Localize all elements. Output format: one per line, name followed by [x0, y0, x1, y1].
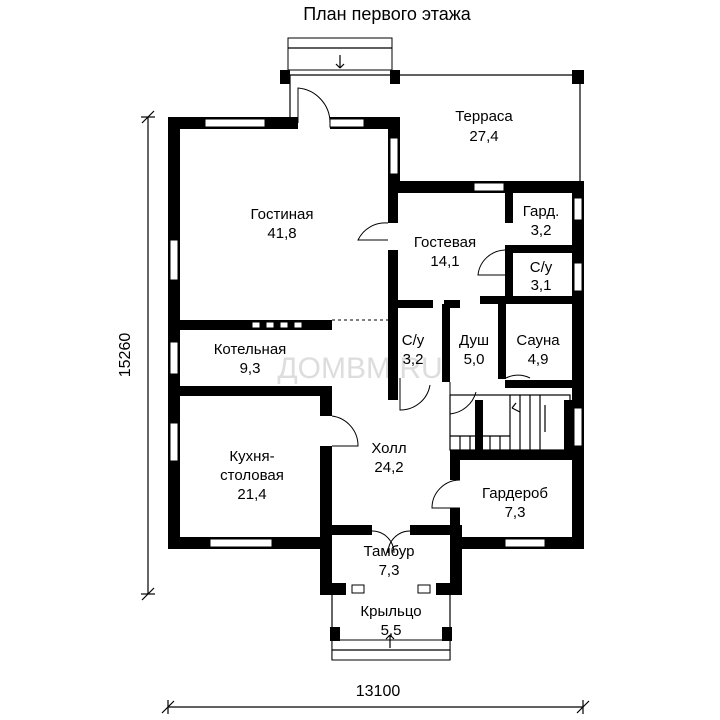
room-vestibule: Тамбур 7,3 [364, 543, 415, 579]
room-wardrobe: Гардероб 7,3 [482, 485, 548, 521]
dimension-height-label: 15260 [117, 333, 134, 378]
room-kitchen: Кухня- столовая 21,4 [220, 448, 284, 503]
room-boiler: Котельная 9,3 [214, 341, 287, 377]
terrace-outline [280, 37, 584, 185]
room-area: 3,2 [531, 222, 552, 239]
room-name: Котельная [214, 341, 287, 358]
room-name-line2: столовая [220, 467, 284, 484]
room-area: 27,4 [469, 128, 498, 145]
room-name: Терраса [455, 108, 513, 125]
room-hall: Холл 24,2 [371, 440, 406, 476]
dimension-vertical [141, 110, 155, 601]
room-wc-mid: С/у 3,2 [402, 332, 425, 368]
room-sauna: Сауна 4,9 [516, 332, 560, 368]
room-guest: Гостевая 14,1 [414, 234, 476, 270]
dimension-width-label: 13100 [356, 683, 401, 700]
room-area: 3,1 [531, 277, 552, 294]
room-area: 9,3 [240, 360, 261, 377]
room-shower: Душ 5,0 [459, 332, 489, 368]
inner-walls [180, 193, 575, 538]
room-name: Тамбур [364, 543, 415, 560]
room-name: Гостиная [251, 206, 314, 223]
room-porch: Крыльцо 5,5 [360, 603, 421, 639]
room-name: Холл [371, 440, 406, 457]
room-name: Крыльцо [360, 603, 421, 620]
room-name: Гардероб [482, 485, 548, 502]
room-area: 3,2 [403, 351, 424, 368]
room-name: Гард. [523, 203, 560, 220]
room-area: 7,3 [379, 562, 400, 579]
room-name: Гостевая [414, 234, 476, 251]
room-area: 5,0 [464, 351, 485, 368]
staircase [449, 394, 571, 451]
room-wardrobe-small: Гард. 3,2 [523, 203, 560, 239]
room-area: 21,4 [237, 486, 266, 503]
room-area: 7,3 [505, 504, 526, 521]
room-area: 24,2 [374, 459, 403, 476]
plan-title: План первого этажа [303, 4, 472, 24]
room-name: Сауна [516, 332, 560, 349]
room-area: 41,8 [267, 225, 296, 242]
room-area: 14,1 [430, 253, 459, 270]
windows [169, 118, 583, 548]
dimension-horizontal [161, 700, 590, 714]
watermark-text: ДОМВМ.RU [277, 352, 442, 385]
room-name: Душ [459, 332, 489, 349]
room-area: 5,5 [381, 622, 402, 639]
room-terrace: Терраса 27,4 [455, 108, 513, 145]
room-wc-top: С/у 3,1 [530, 259, 553, 294]
room-name-line1: Кухня- [229, 448, 274, 465]
room-name: С/у [402, 332, 425, 349]
room-living: Гостиная 41,8 [251, 206, 314, 242]
porch-steps [330, 584, 452, 661]
vent-block [238, 320, 320, 330]
room-area: 4,9 [528, 351, 549, 368]
room-name: С/у [530, 259, 553, 276]
doors [297, 87, 531, 554]
